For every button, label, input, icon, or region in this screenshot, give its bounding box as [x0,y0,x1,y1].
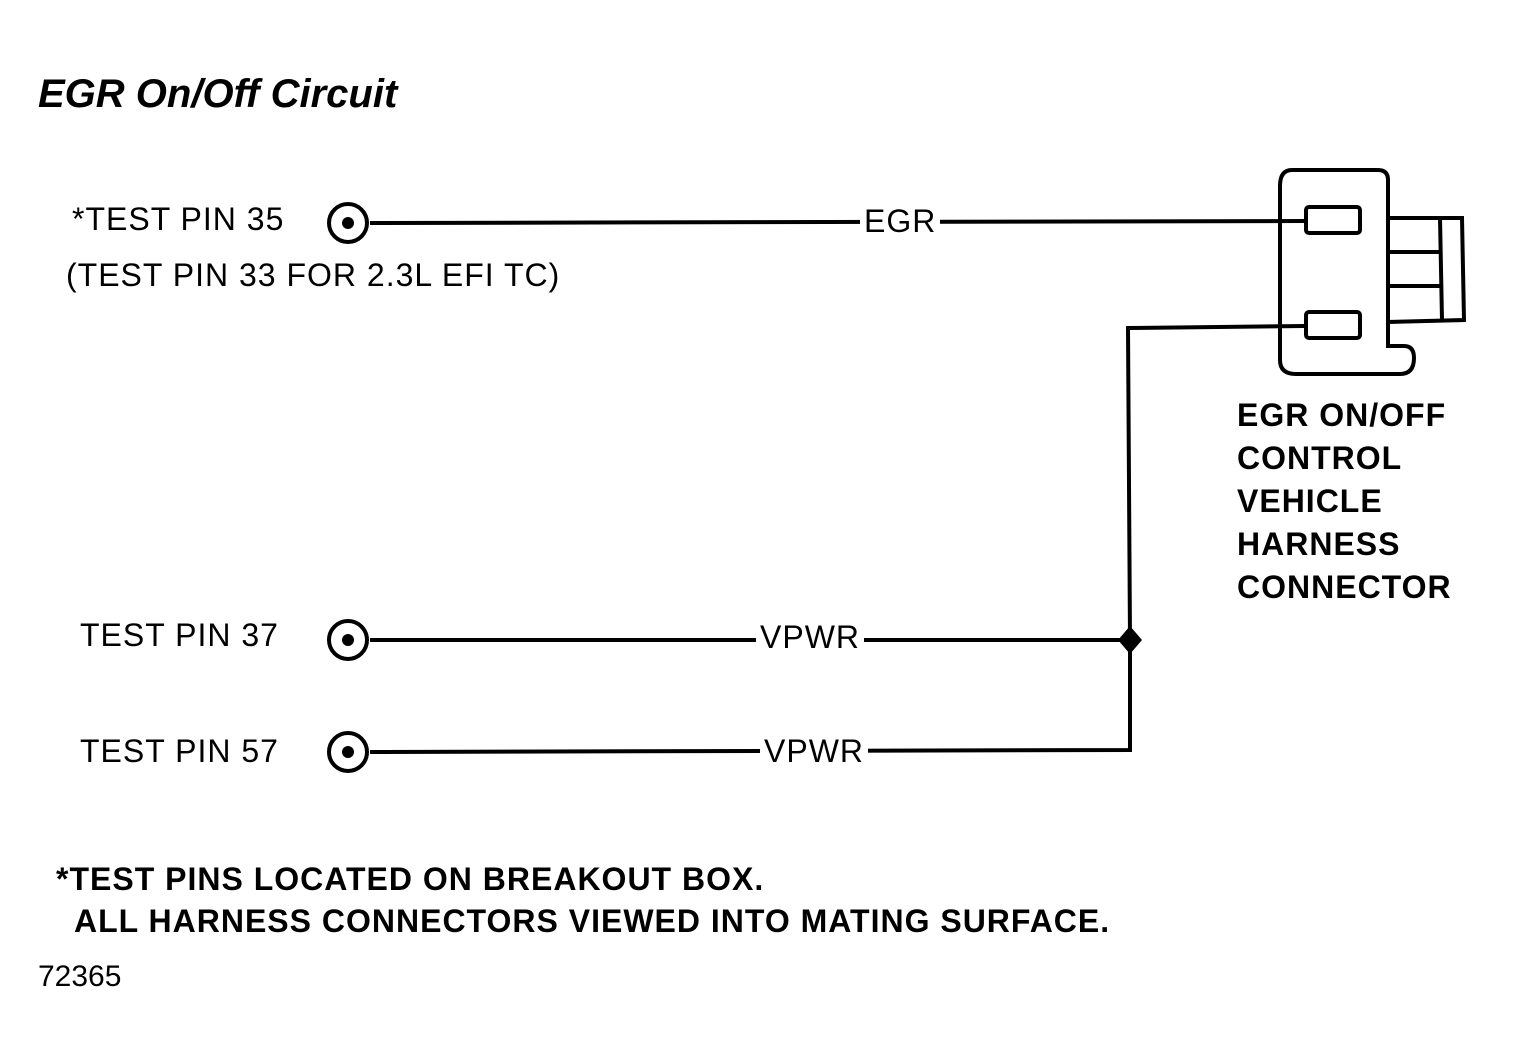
vpwr-wire-57-label: VPWR [760,735,868,767]
connector-terminal-vpwr [1304,310,1362,340]
test-pin-37-terminal [327,619,369,661]
connector-label: EGR ON/OFF CONTROL VEHICLE HARNESS CONNE… [1237,394,1452,609]
test-pin-37-label: TEST PIN 37 [80,617,279,653]
vpwr-wire-57 [369,640,1132,754]
connector-label-line: EGR ON/OFF [1237,397,1447,433]
test-pin-57-label: TEST PIN 57 [80,733,279,769]
splice-junction [1118,626,1142,654]
test-pin-35-note: (TEST PIN 33 FOR 2.3L EFI TC) [66,257,561,293]
test-pin-35-terminal [327,202,369,244]
diagram-title: EGR On/Off Circuit [38,72,398,116]
egr-wire-label: EGR [860,205,941,237]
footnote-line-2: ALL HARNESS CONNECTORS VIEWED INTO MATIN… [74,903,1111,939]
vpwr-wire-37-label: VPWR [756,621,864,653]
connector-label-line: VEHICLE [1237,483,1383,519]
connector-terminal-egr [1304,205,1362,235]
test-pin-35-dot [342,217,354,229]
harness-connector-body [1278,168,1467,376]
test-pin-57-dot [342,746,354,758]
connector-label-line: CONTROL [1237,440,1403,476]
egr-wire [369,219,1306,225]
connector-label-line: CONNECTOR [1237,569,1452,605]
figure-number: 72365 [38,960,122,993]
test-pin-57-terminal [327,731,369,773]
vpwr-riser [1125,324,1306,641]
footnote: *TEST PINS LOCATED ON BREAKOUT BOX. ALL … [56,858,1110,942]
test-pin-35-label: *TEST PIN 35 [72,201,285,237]
footnote-line-1: *TEST PINS LOCATED ON BREAKOUT BOX. [56,861,765,897]
connector-label-line: HARNESS [1237,526,1401,562]
test-pin-37-dot [342,634,354,646]
